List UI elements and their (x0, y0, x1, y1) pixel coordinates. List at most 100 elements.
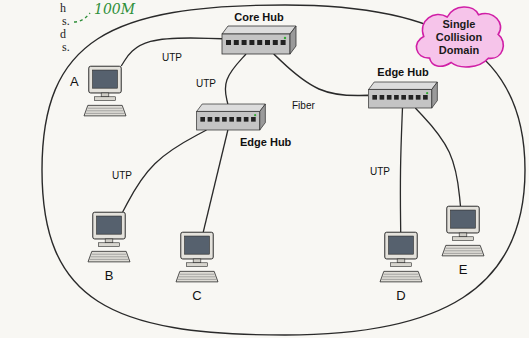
keyboard-keys (88, 108, 122, 109)
keyboard-keys (382, 279, 421, 280)
domain-ellipse (42, 5, 525, 335)
hub-port (380, 95, 385, 100)
hub-port (215, 117, 220, 122)
utp-cable (415, 108, 460, 206)
monitor-case (447, 206, 479, 233)
fiber-cable (274, 54, 368, 96)
pc-icon (176, 232, 218, 284)
utp-cable (225, 54, 246, 104)
hub-port (208, 117, 213, 122)
monitor-screen (451, 210, 476, 228)
computer-letter: E (459, 262, 468, 277)
collision-domain-cloud: Single Collision Domain (410, 4, 508, 69)
hub-label: Edge Hub (240, 136, 291, 149)
pc-icon (380, 232, 422, 284)
hub-port (416, 95, 421, 100)
hub-port (237, 117, 242, 122)
monitor-neck (397, 259, 405, 263)
pc-icon (88, 212, 130, 264)
hub-port (251, 117, 256, 122)
keyboard-keys (445, 250, 482, 251)
cable-type-label: UTP (160, 52, 184, 63)
monitor-screen (185, 236, 210, 254)
monitor-screen (389, 236, 414, 254)
pc-icon (442, 206, 484, 258)
hub-port (234, 40, 239, 45)
cut-off-text: s. (62, 15, 70, 28)
keyboard (380, 271, 422, 282)
monitor-neck (193, 259, 201, 263)
hub-front (222, 34, 290, 54)
hub-label: Edge Hub (377, 66, 428, 79)
keyboard (442, 245, 484, 256)
hub-label: Core Hub (234, 11, 284, 24)
computer-letter: C (192, 288, 201, 303)
hub-side (432, 82, 438, 108)
computer: D (380, 232, 422, 284)
monitor-base (453, 237, 474, 241)
hub-port (409, 95, 414, 100)
monitor-neck (101, 93, 109, 97)
hub-port (423, 95, 428, 100)
keyboard-keys (384, 274, 418, 275)
hub-port (273, 40, 278, 45)
hub-led (426, 92, 428, 94)
hub-port (401, 95, 406, 100)
hub-led (284, 37, 286, 39)
keyboard-keys (90, 259, 129, 260)
handwritten-note: 100M (94, 2, 135, 17)
keyboard-keys (91, 256, 128, 257)
keyboard-keys (86, 113, 125, 114)
hub-port (226, 40, 231, 45)
core-hub: Core Hub (222, 26, 296, 54)
hub-led (254, 114, 256, 116)
edge-hub: Edge Hub (196, 104, 266, 130)
cut-off-text: s. (62, 41, 70, 54)
hub-port (244, 117, 249, 122)
monitor-base (99, 243, 120, 247)
monitor-neck (459, 233, 467, 237)
keyboard-keys (87, 110, 124, 111)
hub-front (369, 89, 432, 108)
hub-port (387, 95, 392, 100)
cable-type-label: UTP (194, 78, 218, 89)
handwritten-dashed-pointer (74, 13, 90, 22)
utp-cable (203, 130, 228, 232)
keyboard-keys (444, 253, 483, 254)
hub-front (197, 111, 260, 130)
utp-cable (121, 38, 222, 66)
keyboard (88, 251, 130, 262)
keyboard (176, 271, 218, 282)
hub-icon (222, 26, 296, 54)
hub-port (372, 95, 377, 100)
hub-top (369, 82, 438, 89)
computer-letter: B (105, 268, 114, 283)
keyboard (84, 105, 126, 116)
computer: C (176, 232, 218, 284)
cut-off-text: d (60, 28, 66, 41)
computer: A (84, 66, 126, 118)
hub-icon (196, 104, 266, 130)
monitor-case (93, 212, 125, 239)
keyboard-keys (180, 274, 214, 275)
monitor-case (385, 232, 417, 259)
monitor-base (95, 97, 116, 101)
computer: E (442, 206, 484, 258)
monitor-base (187, 263, 208, 267)
pc-icon (84, 66, 126, 118)
utp-cable (400, 108, 402, 232)
hub-port (249, 40, 254, 45)
computer: B (88, 212, 130, 264)
hub-icon (368, 82, 438, 108)
cut-off-text: h (60, 2, 66, 15)
keyboard-keys (383, 276, 420, 277)
keyboard-keys (179, 276, 216, 277)
keyboard-keys (446, 248, 480, 249)
hub-port (281, 40, 286, 45)
monitor-neck (105, 239, 113, 243)
edge-hub: Edge Hub (368, 82, 438, 108)
hub-port (242, 40, 247, 45)
hub-port (200, 117, 205, 122)
